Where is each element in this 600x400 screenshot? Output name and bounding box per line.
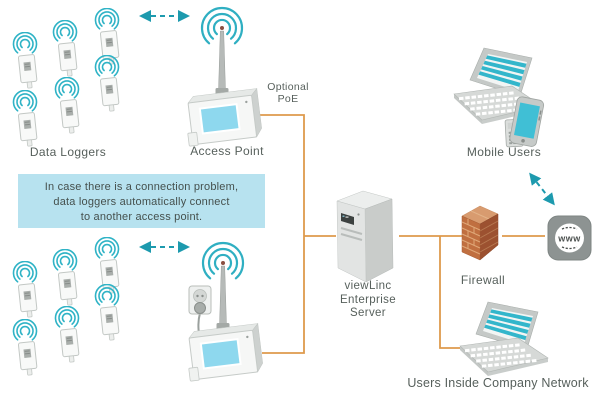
smartphone-icon: [509, 96, 545, 147]
wifi-arcs-icon: [94, 237, 120, 259]
access-point-icon: [188, 241, 263, 382]
access-point-body: [187, 87, 262, 147]
www-text: www: [557, 234, 581, 244]
server-label: viewLinc Enterprise Server: [340, 280, 396, 319]
data-logger-graphic: [94, 55, 120, 112]
logger-body: [17, 112, 38, 147]
wifi-arcs-icon: [94, 8, 120, 30]
data-logger-icon: [92, 8, 130, 68]
data-logger-graphic: [54, 77, 80, 134]
data-logger-icon: [10, 32, 48, 92]
access-point-icon: [187, 6, 262, 147]
wifi-arcs-icon: [12, 319, 38, 341]
server-tower-icon: [336, 190, 394, 283]
wifi-arcs-icon: [52, 20, 78, 42]
www-globe-icon: www: [547, 215, 592, 261]
data-logger-graphic: [52, 249, 78, 306]
data-logger-graphic: [12, 261, 38, 318]
wifi-arcs-icon: [54, 306, 80, 328]
logger-body: [99, 306, 120, 341]
logger-body: [17, 283, 38, 318]
wifi-arcs-icon: [54, 77, 80, 99]
callout-line: to another access point.: [80, 211, 203, 223]
callout-line: data loggers automatically connect: [53, 196, 230, 208]
data-logger-graphic: [94, 8, 120, 65]
antenna-icon: [218, 30, 226, 92]
callout-note: In case there is a connection problem, d…: [18, 174, 265, 228]
data-logger-icon: [50, 20, 88, 80]
wifi-arcs-icon: [200, 6, 244, 45]
laptop-screen-stripes: [484, 309, 533, 341]
company-users-label: Users Inside Company Network: [407, 376, 589, 390]
brick-mortar-lines: [461, 218, 481, 255]
data-logger-graphic: [12, 319, 38, 376]
data-logger-icon: [10, 319, 48, 379]
data-logger-graphic: [52, 20, 78, 77]
laptop-phone-icon: [453, 47, 545, 148]
laptop-screen-stripes: [478, 55, 527, 87]
data-logger-icon: [92, 55, 130, 115]
mobile-users-label: Mobile Users: [466, 145, 542, 159]
keyboard-keys: [464, 343, 538, 368]
logger-body: [99, 77, 120, 112]
brick-wall-icon: [461, 205, 499, 261]
logger-body: [99, 30, 120, 65]
wifi-arcs-icon: [201, 241, 245, 280]
data-logger-icon: [52, 306, 90, 366]
logger-body: [59, 328, 80, 363]
callout-line: In case there is a connection problem,: [44, 181, 239, 193]
dashed-double-arrow-icon: [529, 172, 555, 206]
wifi-arcs-icon: [12, 32, 38, 54]
logger-body: [17, 341, 38, 376]
logger-body: [57, 271, 78, 306]
data-logger-graphic: [12, 32, 38, 89]
data-logger-icon: [10, 261, 48, 321]
wireless-link-arrows: [139, 10, 555, 253]
company-user-line: [439, 236, 461, 349]
data-logger-icon: [92, 284, 130, 344]
wifi-arcs-icon: [94, 55, 120, 77]
power-outlet-icon: [188, 285, 212, 315]
logger-body: [17, 54, 38, 89]
logger-body: [59, 99, 80, 134]
wifi-arcs-icon: [12, 90, 38, 112]
data-logger-graphic: [54, 306, 80, 363]
logger-body: [57, 42, 78, 77]
data-logger-icon: [50, 249, 88, 309]
laptop-icon: [459, 301, 549, 376]
network-cable-lines: [258, 114, 545, 354]
data-logger-icon: [10, 90, 48, 150]
wifi-arcs-icon: [52, 249, 78, 271]
wifi-arcs-icon: [94, 284, 120, 306]
data-logger-icon: [52, 77, 90, 137]
data-logger-graphic: [12, 90, 38, 147]
optional-poe-label: Optional PoE: [267, 81, 309, 105]
access-point-body: [188, 322, 263, 382]
data-logger-graphic: [94, 284, 120, 341]
antenna-icon: [219, 265, 227, 327]
wifi-arcs-icon: [12, 261, 38, 283]
poe-trunk-line: [258, 114, 305, 354]
access-point-label: Access Point: [190, 144, 264, 158]
firewall-label: Firewall: [460, 273, 506, 287]
data-loggers-label: Data Loggers: [29, 145, 107, 159]
